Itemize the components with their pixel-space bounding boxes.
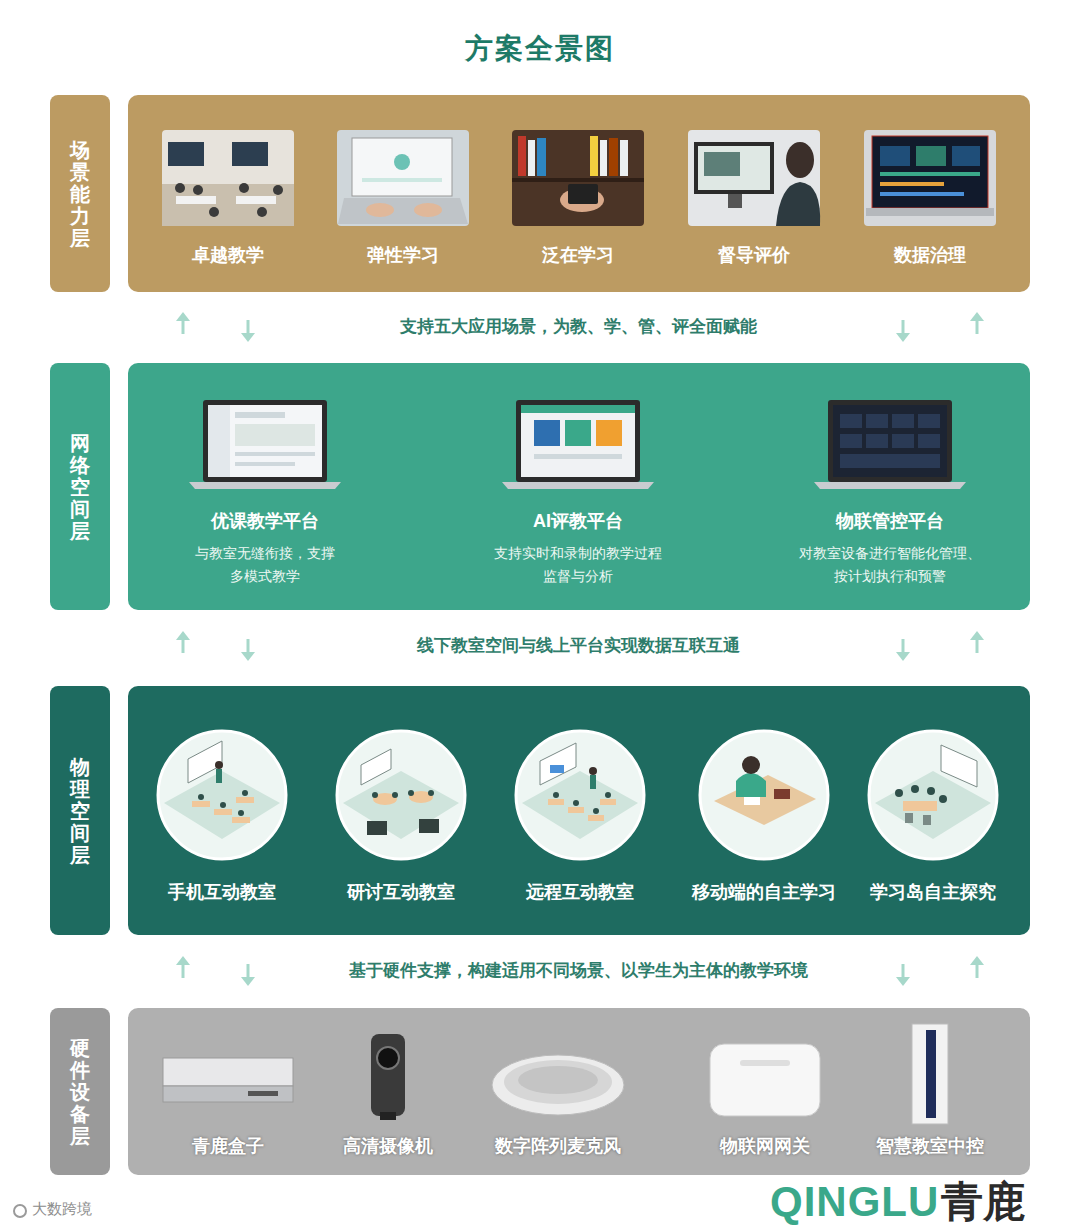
layer-connector-note: 基于硬件支撑，构建适用不同场景、以学生为主体的教学环境 <box>349 960 808 982</box>
device-caption: 物联网网关 <box>720 1135 810 1158</box>
layer-tab: 硬件设备层 <box>50 1008 110 1175</box>
diagram-title: 方案全景图 <box>465 30 615 68</box>
scene-caption: 泛在学习 <box>542 244 614 267</box>
device-caption: 青鹿盒子 <box>192 1135 264 1158</box>
layer-connector-note: 支持五大应用场景，为教、学、管、评全面赋能 <box>400 316 757 338</box>
layer-tab: 网络空间层 <box>50 363 110 610</box>
device-caption: 高清摄像机 <box>343 1135 433 1158</box>
device-caption: 智慧教室中控 <box>876 1135 984 1158</box>
layer-name: 网络空间层 <box>70 432 90 542</box>
platform-title: AI评教平台 <box>533 510 623 533</box>
platform-card: 优课教学平台与教室无缝衔接，支撑 多模式教学 <box>135 503 395 595</box>
watermark: 大数跨境 <box>32 1201 92 1216</box>
scene-item: 弹性学习 <box>338 240 468 272</box>
device-item: 青鹿盒子 <box>153 1131 303 1163</box>
classroom-caption: 远程互动教室 <box>526 881 634 904</box>
scene-item: 泛在学习 <box>513 240 643 272</box>
device-item: 数字阵列麦克风 <box>483 1131 633 1163</box>
classroom-caption: 学习岛自主探究 <box>870 881 996 904</box>
layer-name: 场景能力层 <box>70 139 90 249</box>
classroom-item: 学习岛自主探究 <box>853 876 1013 910</box>
device-item: 高清摄像机 <box>313 1131 463 1163</box>
platform-title: 优课教学平台 <box>211 510 319 533</box>
platform-desc: 对教室设备进行智能化管理、 按计划执行和预警 <box>785 542 995 588</box>
scene-item: 数据治理 <box>865 240 995 272</box>
platform-card: 物联管控平台对教室设备进行智能化管理、 按计划执行和预警 <box>760 503 1020 595</box>
layer-name: 硬件设备层 <box>70 1037 90 1147</box>
classroom-caption: 手机互动教室 <box>168 881 276 904</box>
classroom-item: 手机互动教室 <box>142 876 302 910</box>
scene-item: 督导评价 <box>689 240 819 272</box>
classroom-item: 研讨互动教室 <box>321 876 481 910</box>
platform-desc: 与教室无缝衔接，支撑 多模式教学 <box>160 542 370 588</box>
device-caption: 数字阵列麦克风 <box>495 1135 621 1158</box>
classroom-item: 移动端的自主学习 <box>684 876 844 910</box>
layer-name: 物理空间层 <box>70 756 90 866</box>
layer-connector-note: 线下教室空间与线上平台实现数据互联互通 <box>417 635 740 657</box>
platform-title: 物联管控平台 <box>836 510 944 533</box>
layer-tab: 物理空间层 <box>50 686 110 935</box>
brand-logo-chinese: 青鹿 <box>941 1181 1025 1223</box>
classroom-caption: 移动端的自主学习 <box>692 881 836 904</box>
brand-logo-latin: QINGLU <box>770 1181 939 1223</box>
classroom-item: 远程互动教室 <box>500 876 660 910</box>
platform-card: AI评教平台支持实时和录制的教学过程 监督与分析 <box>448 503 708 595</box>
device-item: 物联网网关 <box>690 1131 840 1163</box>
device-item: 智慧教室中控 <box>855 1131 1005 1163</box>
platform-desc: 支持实时和录制的教学过程 监督与分析 <box>473 542 683 588</box>
scene-caption: 数据治理 <box>894 244 966 267</box>
scene-caption: 督导评价 <box>718 244 790 267</box>
scene-caption: 弹性学习 <box>367 244 439 267</box>
layer-tab: 场景能力层 <box>50 95 110 292</box>
classroom-caption: 研讨互动教室 <box>347 881 455 904</box>
scene-item: 卓越教学 <box>163 240 293 272</box>
scene-caption: 卓越教学 <box>192 244 264 267</box>
